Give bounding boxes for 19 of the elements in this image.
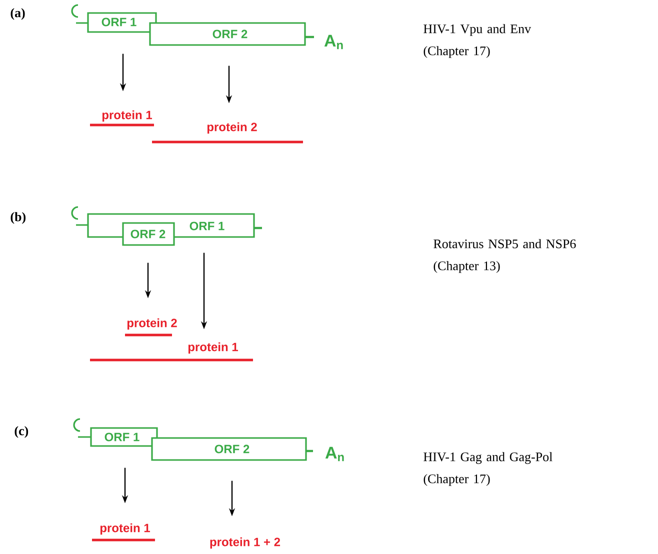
panel-label: (a) bbox=[10, 8, 25, 20]
protein-label: protein 1 + 2 bbox=[210, 537, 280, 549]
description: HIV-1 Vpu and Env (Chapter 17) bbox=[424, 24, 532, 58]
poly-a-label: A$_{n}$ bbox=[325, 446, 344, 462]
protein-label: protein 1 bbox=[102, 110, 152, 122]
orf-box: ORF 1 bbox=[87, 12, 157, 33]
protein-label: protein 2 bbox=[207, 122, 257, 134]
description: HIV-1 Gag and Gag-Pol (Chapter 17) bbox=[424, 452, 552, 486]
panel-label: (c) bbox=[14, 426, 28, 438]
protein-label: protein 1 bbox=[100, 523, 150, 535]
orf-box: ORF 2 bbox=[151, 437, 307, 461]
poly-a-label: A$_{n}$ bbox=[324, 34, 343, 50]
protein-label: protein 2 bbox=[127, 318, 177, 330]
protein-label: protein 1 bbox=[188, 342, 238, 354]
orf-box: ORF 2 bbox=[122, 222, 175, 246]
orf-box: ORF 2 bbox=[149, 22, 306, 46]
description: Rotavirus NSP5 and NSP6 (Chapter 13) bbox=[434, 239, 576, 273]
orf-box: ORF 1 bbox=[90, 427, 158, 447]
panel-label: (b) bbox=[10, 212, 26, 224]
